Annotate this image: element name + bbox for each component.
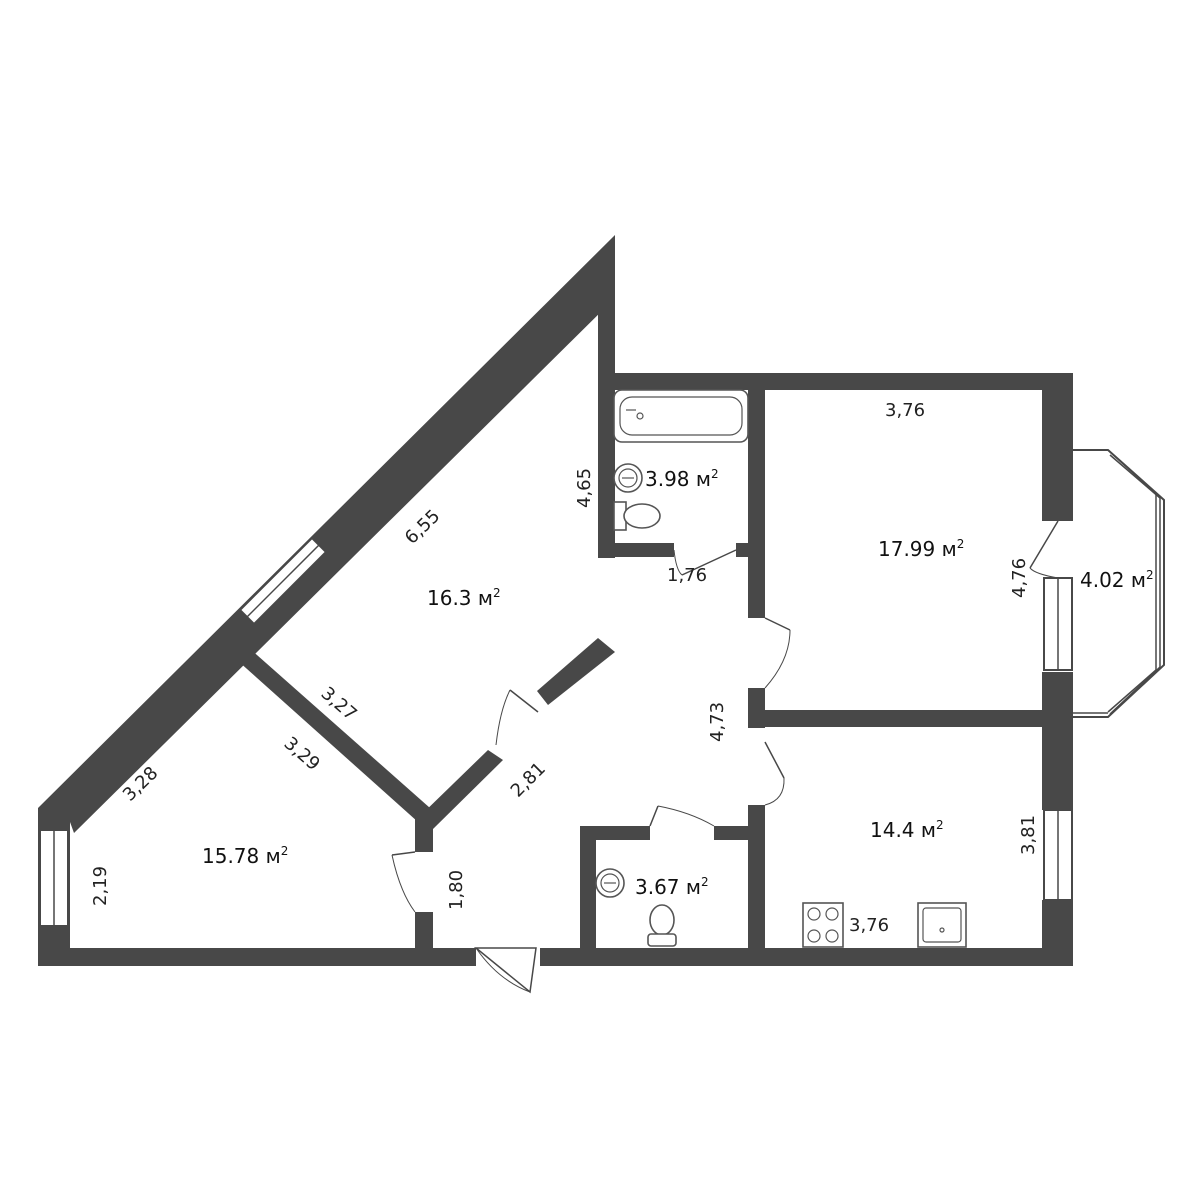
- dim-kitchen-side: 3,81: [1018, 815, 1039, 855]
- bedroom-right-door: [764, 617, 791, 631]
- balcony-door: [1029, 520, 1059, 569]
- toilet-area: 3.67 м2: [635, 875, 709, 899]
- kitchen-door: [764, 741, 785, 779]
- kitchen-sink: [917, 902, 967, 948]
- bedroom-kitchen-wall: [748, 710, 1043, 727]
- outer-right-wall-top: [1042, 373, 1073, 521]
- bedroom-hall-wall-low: [415, 912, 433, 956]
- dim-bedroom-right-top: 3,76: [885, 400, 925, 421]
- dim-hall-diagonal: 2,81: [507, 758, 550, 801]
- living-room-area: 16.3 м2: [427, 586, 501, 610]
- toilet-top-wall: [580, 826, 650, 840]
- bath-bedroom-wall: [748, 373, 765, 563]
- dim-living-right: 4,65: [574, 468, 595, 508]
- bathroom-area: 3.98 м2: [645, 467, 719, 491]
- walls: [38, 235, 1073, 966]
- toilet-room-toilet: [649, 904, 675, 936]
- bedroom-right-area: 17.99 м2: [878, 537, 964, 561]
- dim-bedroom-left-partition: 3,29: [280, 733, 324, 775]
- outer-bottom-wall-right: [540, 948, 1073, 966]
- living-right-wall: [598, 280, 615, 558]
- outer-diagonal-wall: [38, 235, 615, 833]
- windows: [39, 536, 1073, 927]
- outer-right-wall-mid: [1042, 672, 1073, 810]
- doors: [391, 520, 1059, 994]
- living-door: [509, 689, 539, 713]
- bath-bottom-wall: [598, 543, 674, 557]
- bedroom-hall-wall: [415, 808, 433, 852]
- living-bedroom-partition: [228, 640, 430, 822]
- outer-bottom-wall: [38, 948, 476, 966]
- bedroom-left-area: 15.78 м2: [202, 844, 288, 868]
- fixtures: [595, 389, 967, 948]
- dimension-labels: 6,55 4,65 3,27 3,28 3,29 2,19 2,81 1,76 …: [90, 400, 1039, 936]
- dim-bedroom-right-side: 4,76: [1009, 558, 1030, 598]
- dim-hall-bath-door: 1,76: [667, 565, 707, 586]
- entrance-door: [473, 947, 537, 994]
- room-labels: 16.3 м2 15.78 м2 17.99 м2 14.4 м2 3.98 м…: [202, 467, 1154, 899]
- dim-hall-right: 4,73: [707, 702, 728, 742]
- dim-kitchen-bottom: 3,76: [849, 915, 889, 936]
- balcony-area: 4.02 м2: [1080, 568, 1154, 592]
- kitchen-area: 14.4 м2: [870, 818, 944, 842]
- hall-bedroom-wall: [748, 563, 765, 618]
- toilet-door: [649, 805, 659, 827]
- balcony: [1073, 449, 1165, 718]
- toilet-top-wall-r: [714, 826, 765, 840]
- toilet-left-wall: [580, 826, 596, 954]
- balcony-frame: [1073, 449, 1165, 718]
- hall-jamb: [748, 688, 765, 713]
- bath-bottom-wall-r: [736, 543, 764, 557]
- dim-living-diagonal: 6,55: [401, 506, 444, 549]
- hall-kitchen-wall: [748, 805, 765, 955]
- dim-hall-entrance: 1,80: [446, 870, 467, 910]
- bedroom-left-door: [391, 851, 416, 856]
- bathroom-door: [681, 549, 737, 576]
- top-wall: [598, 373, 1073, 390]
- stove: [802, 902, 844, 948]
- dim-bedroom-left-window: 2,19: [90, 866, 111, 906]
- living-lower-wall: [418, 750, 503, 830]
- living-angled-wall: [537, 638, 615, 705]
- outer-right-wall-low: [1042, 900, 1073, 966]
- bathtub: [613, 389, 749, 443]
